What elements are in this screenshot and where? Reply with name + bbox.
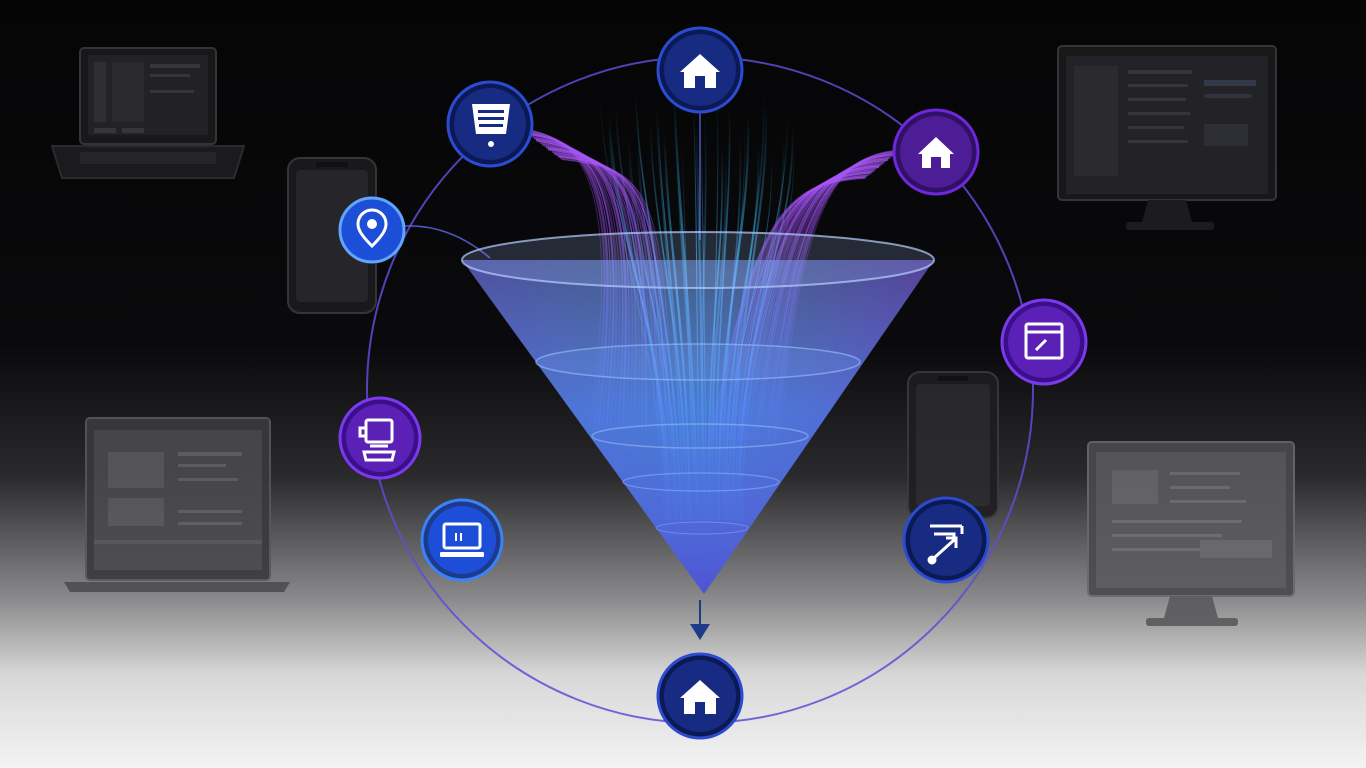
house-icon [918,137,954,168]
funnel [461,231,935,594]
node-bottom[interactable] [656,652,744,740]
monitor-device-bottom-right [1087,441,1295,626]
phone-device-right [907,371,999,519]
connector-lines [403,106,701,259]
node-left[interactable] [338,196,406,264]
node-bottom-left[interactable] [420,498,504,582]
node-top[interactable] [656,26,744,114]
house-icon [680,680,720,714]
laptop-icon [440,522,484,557]
location-pin-icon [356,208,388,249]
node-upper-right[interactable] [892,108,980,196]
ecosystem-nodes [338,26,1088,740]
blender-icon [358,418,396,462]
node-bottom-right[interactable] [902,496,990,584]
laptop-device-bottom-left [64,417,290,592]
output-arrow [690,600,710,640]
node-right[interactable] [1000,298,1088,386]
share-arrow-icon [927,524,964,565]
shopping-cart-icon [472,104,510,147]
monitor-device-top-right [1057,45,1277,230]
node-lower-left[interactable] [338,396,422,480]
browser-window-icon [1024,322,1064,360]
laptop-device-top-left [50,47,246,179]
house-icon [680,54,720,88]
node-upper-left[interactable] [446,80,534,168]
phone-device-left [287,157,377,314]
background-devices [50,45,1295,626]
